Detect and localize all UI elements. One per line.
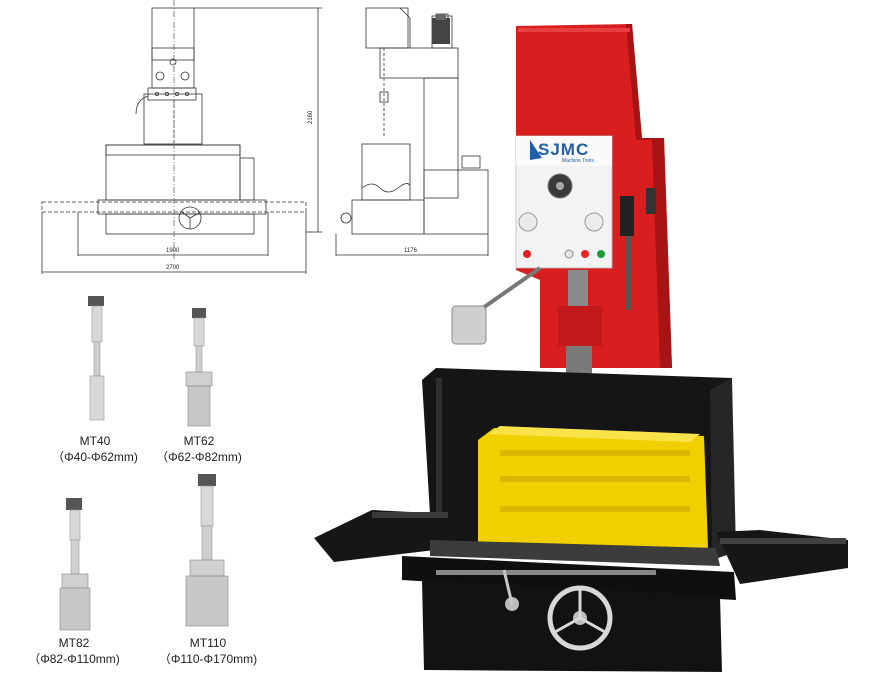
tool-range: （Φ82-Φ110mm) (28, 652, 120, 666)
tool-mt110-image (185, 474, 229, 627)
tool-mt82-image (59, 498, 91, 631)
run-button-icon (597, 250, 605, 258)
tool-mt40-label: MT40 （Φ40-Φ62mm) (40, 433, 150, 465)
tool-model: MT40 (79, 434, 111, 448)
tool-range: （Φ110-Φ170mm) (158, 652, 258, 666)
emergency-stop-icon (523, 250, 531, 258)
tool-model: MT110 (189, 636, 227, 650)
tool-range: （Φ40-Φ62mm) (52, 450, 138, 464)
tool-mt82-label: MT82 （Φ82-Φ110mm) (16, 635, 132, 667)
tool-model: MT62 (183, 434, 215, 448)
tool-range: （Φ62-Φ82mm) (156, 450, 242, 464)
tool-mt110-label: MT110 （Φ110-Φ170mm) (146, 635, 270, 667)
table-handwheel-icon (547, 585, 613, 651)
start-button-icon (564, 249, 574, 259)
brand-tagline: Machine Tools (562, 158, 594, 164)
tool-mt62-label: MT62 （Φ62-Φ82mm) (144, 433, 254, 465)
tool-model: MT82 (58, 636, 90, 650)
brand-logo: SJMC (538, 140, 590, 159)
stop-button-icon (581, 250, 589, 258)
tool-mt62-image (185, 308, 213, 427)
tool-mt40-image (88, 296, 105, 421)
